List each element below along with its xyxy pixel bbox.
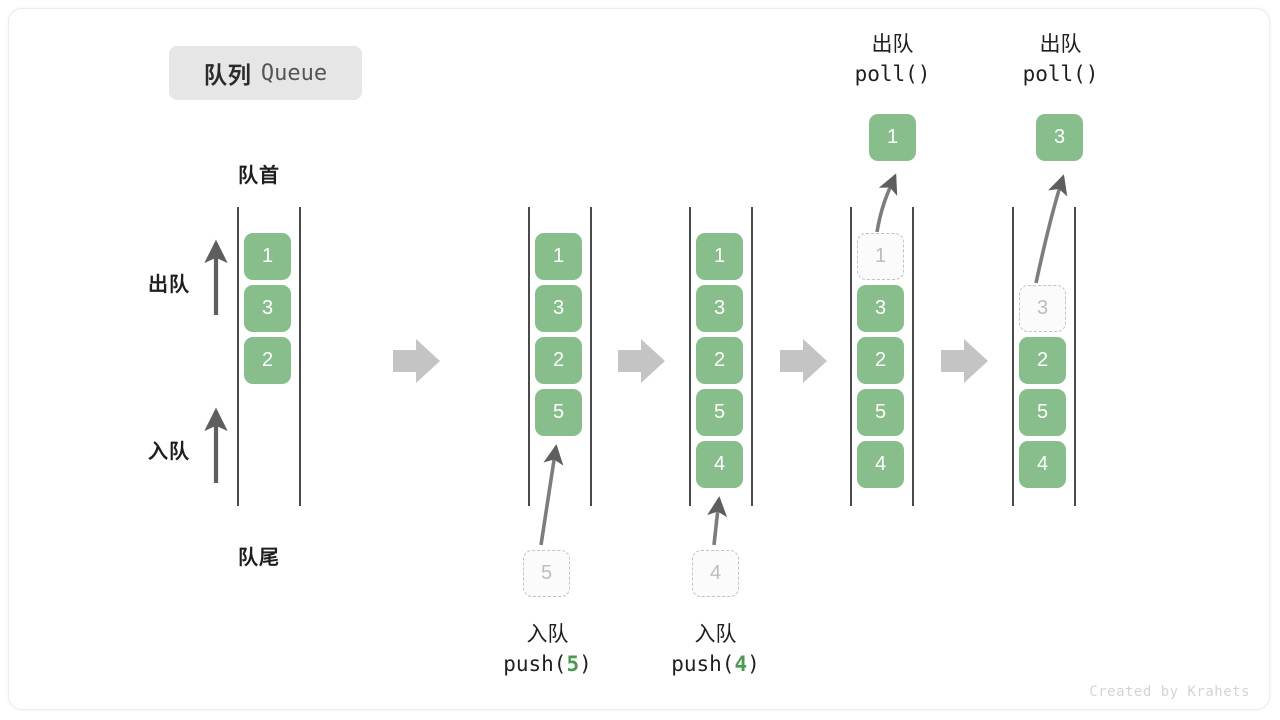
card-frame (8, 8, 1270, 710)
col3-cell-0: 1 (696, 233, 743, 280)
enqueue-direction-label: 入队 (148, 441, 190, 463)
push5-caption-cn: 入队 (526, 623, 569, 646)
poll2-caption: 出队 poll() (968, 30, 1153, 90)
col3-rail-left (689, 207, 691, 506)
col2-cell-3: 5 (535, 389, 582, 436)
col4-cell-0-ghost: 1 (857, 233, 904, 280)
queue-tail-label: 队尾 (238, 547, 280, 569)
col4-cell-3: 5 (857, 389, 904, 436)
col2-rail-right (590, 207, 592, 506)
push4-code-value: 4 (734, 651, 748, 676)
push4-ghost-cell: 4 (692, 550, 739, 597)
push4-caption-code: push(4) (608, 650, 823, 680)
credit-text: Created by Krahets (1089, 684, 1250, 700)
poll1-popped-cell: 1 (869, 114, 916, 161)
push5-code-value: 5 (566, 651, 580, 676)
col5-cell-4: 4 (1019, 441, 1066, 488)
col1-cell-0: 1 (244, 233, 291, 280)
col5-rail-right (1074, 207, 1076, 506)
col4-cell-4: 4 (857, 441, 904, 488)
col1-rail-left (237, 207, 239, 506)
col2-rail-left (528, 207, 530, 506)
title-chinese: 队列 (203, 62, 252, 88)
col3-cell-2: 2 (696, 337, 743, 384)
push5-caption-code: push(5) (440, 650, 655, 680)
push5-caption: 入队 push(5) (440, 620, 655, 680)
col2-cell-2: 2 (535, 337, 582, 384)
col5-rail-left (1012, 207, 1014, 506)
push4-caption: 入队 push(4) (608, 620, 823, 680)
poll1-caption-code: poll() (854, 61, 931, 86)
col3-cell-1: 3 (696, 285, 743, 332)
col2-cell-0: 1 (535, 233, 582, 280)
col1-cell-1: 3 (244, 285, 291, 332)
col3-rail-right (751, 207, 753, 506)
push4-caption-cn: 入队 (694, 623, 737, 646)
title-english: Queue (260, 60, 328, 86)
col5-cell-1-ghost: 3 (1019, 285, 1066, 332)
col1-rail-right (299, 207, 301, 506)
poll2-caption-code: poll() (1022, 61, 1099, 86)
queue-head-label: 队首 (238, 165, 280, 187)
push5-code-suffix: ) (579, 651, 592, 676)
dequeue-direction-label: 出队 (148, 274, 190, 296)
poll1-caption-cn: 出队 (871, 33, 914, 56)
push4-code-prefix: push( (671, 651, 735, 676)
poll1-caption: 出队 poll() (800, 30, 985, 90)
col4-cell-2: 2 (857, 337, 904, 384)
push5-code-prefix: push( (503, 651, 567, 676)
push4-code-suffix: ) (747, 651, 760, 676)
col2-cell-1: 3 (535, 285, 582, 332)
push5-ghost-cell: 5 (523, 550, 570, 597)
diagram-title-chip: 队列 Queue (169, 46, 362, 100)
col4-rail-left (850, 207, 852, 506)
col5-cell-3: 5 (1019, 389, 1066, 436)
col3-cell-4: 4 (696, 441, 743, 488)
poll2-caption-cn: 出队 (1039, 33, 1082, 56)
col3-cell-3: 5 (696, 389, 743, 436)
col5-cell-2: 2 (1019, 337, 1066, 384)
col1-cell-2: 2 (244, 337, 291, 384)
col4-rail-right (912, 207, 914, 506)
poll2-popped-cell: 3 (1036, 114, 1083, 161)
col4-cell-1: 3 (857, 285, 904, 332)
